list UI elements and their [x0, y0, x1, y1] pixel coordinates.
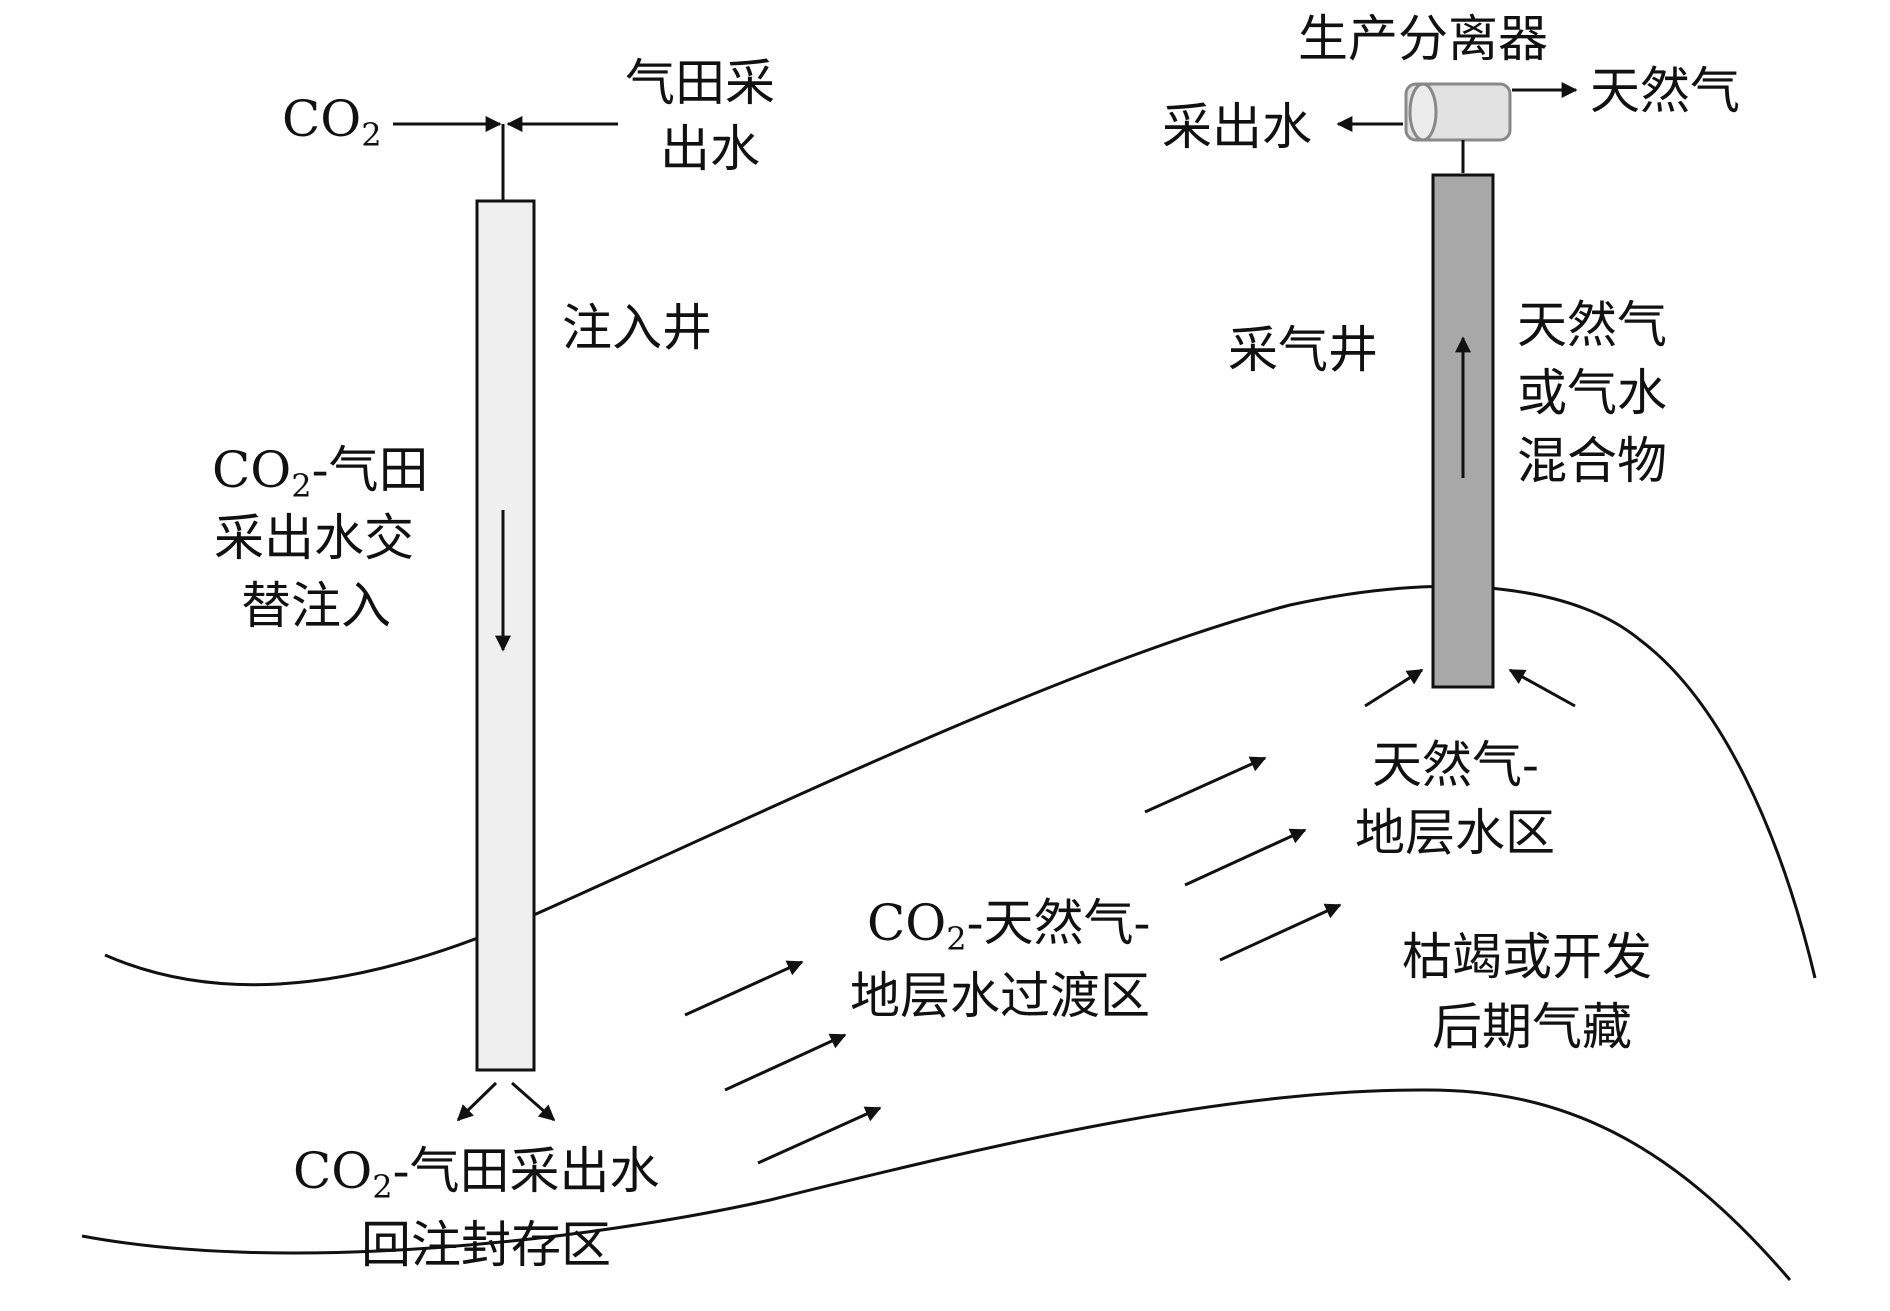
separator-label: 生产分离器 — [1298, 10, 1548, 68]
production-well-label: 采气井 — [1228, 321, 1378, 379]
migration-arrow — [1184, 828, 1307, 887]
inflow-right-arrow — [1508, 668, 1576, 708]
gas-water-zone-label-line1: 天然气- — [1372, 736, 1539, 794]
field-water-input-label-line2: 出水 — [660, 120, 760, 178]
water-out-label: 采出水 — [1162, 98, 1312, 156]
inflow-left-arrow — [1364, 668, 1424, 708]
alternating-injection-label-line2: 采出水交 — [214, 509, 414, 567]
storage-zone-label-line2: 回注封存区 — [361, 1216, 611, 1274]
reservoir-label-line1: 枯竭或开发 — [1402, 928, 1652, 986]
well-fluid-label-line3: 混合物 — [1517, 432, 1667, 490]
migration-arrow — [684, 960, 804, 1017]
transition-zone-label-line2: 地层水过渡区 — [850, 967, 1150, 1025]
migration-arrow — [724, 1033, 847, 1092]
separator-cap — [1408, 82, 1438, 142]
migration-arrow — [757, 1106, 882, 1165]
co2-input-label: CO2 — [282, 90, 382, 154]
storage-zone-label-line1: CO2-气田采出水 — [293, 1142, 660, 1206]
migration-arrow — [1144, 756, 1267, 814]
alternating-injection-label-line3: 替注入 — [241, 577, 391, 635]
well-fluid-label-line2: 或气水 — [1517, 364, 1667, 422]
reservoir-label-line2: 后期气藏 — [1432, 998, 1632, 1056]
migration-arrow — [1219, 903, 1342, 962]
gas-out-label: 天然气 — [1590, 62, 1740, 120]
injection-well-label: 注入井 — [562, 299, 712, 357]
outflow-right-arrow — [511, 1081, 556, 1122]
field-water-input-label-line1: 气田采 — [625, 54, 775, 112]
reservoir-bottom-boundary — [81, 1088, 1792, 1281]
alternating-injection-label-line1: CO2-气田 — [212, 441, 429, 505]
well-fluid-label-line1: 天然气 — [1517, 296, 1667, 354]
reservoir-top-boundary — [104, 585, 1817, 987]
outflow-left-arrow — [456, 1081, 498, 1122]
transition-zone-label-line1: CO2-天然气- — [867, 894, 1150, 958]
injection-well — [475, 199, 536, 1072]
gas-water-zone-label-line2: 地层水区 — [1355, 804, 1555, 862]
